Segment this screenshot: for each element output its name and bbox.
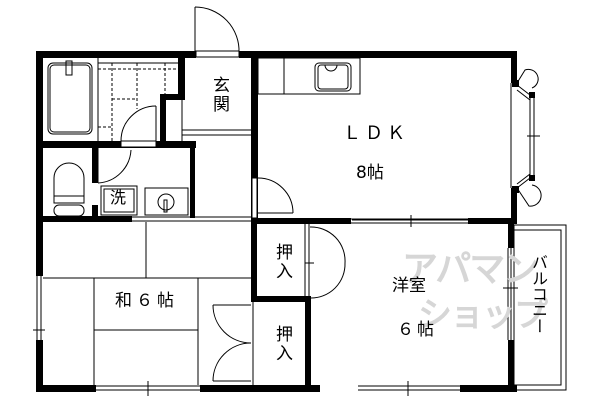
tatami-lines — [43, 222, 251, 385]
ldk-label: ＬＤＫ — [343, 123, 409, 144]
kitchen-counter-icon — [257, 57, 361, 95]
closet-upper-label: 押入 — [272, 243, 292, 281]
bath-floor-tiles — [98, 63, 178, 141]
closet-double-door-icon — [212, 302, 254, 385]
closet-upper-double-door-icon — [304, 224, 346, 299]
bay-window-icon — [510, 68, 542, 207]
entrance-label: 玄関 — [209, 76, 229, 114]
walls — [36, 51, 517, 392]
ldk-window — [351, 215, 468, 227]
ldk-size: 8帖 — [356, 163, 384, 183]
bathtub-icon — [47, 60, 93, 135]
japanese-room-label: 和６帖 — [115, 291, 178, 311]
japanese-room-left-window — [33, 276, 45, 340]
toilet-door-icon — [93, 147, 132, 184]
washing-machine-icon — [100, 185, 138, 216]
wash-basin-icon — [144, 187, 189, 216]
toilet-icon — [53, 162, 85, 217]
bath-door-icon — [120, 105, 157, 148]
balcony-label: バルコニー — [529, 254, 548, 334]
balcony-outline — [513, 224, 567, 391]
western-room-size: ６帖 — [397, 320, 437, 340]
western-room-window-bottom — [358, 381, 460, 396]
closet-lower-label: 押入 — [272, 325, 292, 363]
western-room-balcony-window — [503, 248, 518, 340]
western-room-label: 洋室 — [392, 276, 426, 296]
washroom-label: 洗 — [110, 188, 127, 207]
ldk-door-icon — [251, 177, 294, 219]
entrance-door-icon — [194, 6, 240, 54]
japanese-room-bottom-window — [96, 381, 200, 396]
